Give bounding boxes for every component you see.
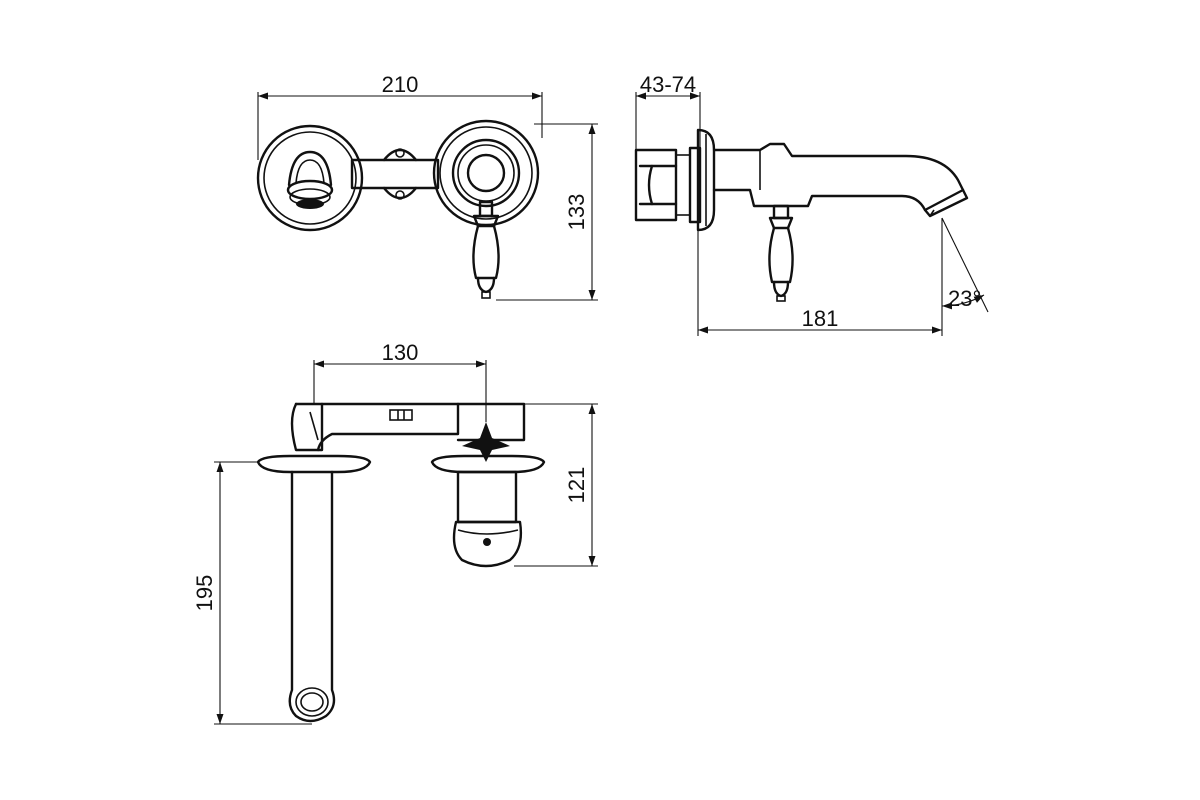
spout-top — [288, 470, 336, 723]
dimension-label-projection: 181 — [802, 306, 839, 331]
dimension-label-height: 133 — [564, 194, 589, 231]
lever-handle — [472, 200, 500, 299]
wall-plate — [696, 128, 716, 232]
side-lever-handle — [768, 204, 794, 302]
dimension-label-centers: 130 — [382, 340, 419, 365]
dimension-label-width: 210 — [382, 72, 419, 97]
connecting-bar — [350, 158, 440, 190]
valve-handle-top — [462, 422, 510, 462]
top-view: 130 121 195 — [192, 340, 598, 725]
bracket-screw-hole — [395, 190, 405, 200]
valve-rosette — [430, 454, 546, 474]
bracket-screw-hole — [395, 148, 405, 158]
spout-body — [712, 142, 969, 218]
dimension-label-angle: 23° — [948, 286, 981, 311]
side-view: 43-74 181 23° — [634, 72, 989, 336]
spout-rosette — [256, 454, 372, 474]
spray-angle-arc — [941, 294, 985, 310]
dimension-label-valve-depth: 121 — [564, 467, 589, 504]
dimension-label-spout-length: 195 — [192, 575, 217, 612]
wall-box — [634, 146, 702, 224]
dimension-label-wall-range: 43-74 — [640, 72, 696, 97]
valve-body — [452, 470, 523, 568]
mounting-bracket — [382, 148, 418, 200]
spout-escutcheon — [256, 124, 364, 232]
valve-escutcheon — [432, 119, 540, 227]
front-view: 210 133 — [256, 72, 598, 301]
